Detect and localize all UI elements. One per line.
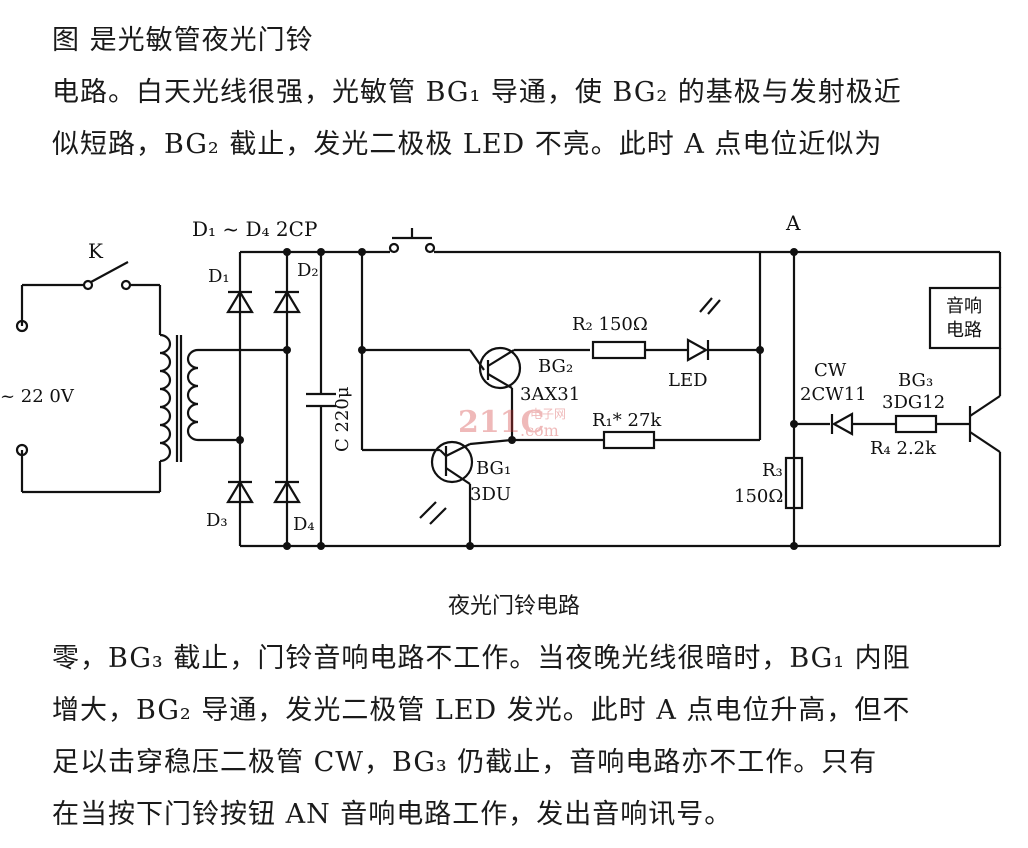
watermark-logo: 211C 电子网 .com <box>458 405 566 440</box>
d3-label: D₃ <box>206 510 228 531</box>
r4-label: R₄ 2.2k <box>870 438 937 459</box>
bg3-name-label: BG₃ <box>898 370 933 391</box>
r2-label: R₂ 150Ω <box>572 314 648 335</box>
led-label: LED <box>668 370 708 391</box>
circuit-diagram: K ~ 22 0V D₁ ~ D₄ 2CP D₁ D₂ D₃ <box>0 211 1002 550</box>
sound-circuit-label-1: 音响 <box>946 296 982 317</box>
node-a-label: A <box>785 211 801 235</box>
bg3-type-label: 3DG12 <box>882 392 945 413</box>
bg3-driver: R₃ 150Ω CW 2CW11 BG₃ 3DG12 R₄ 2.2k 音响 电路 <box>734 252 1002 546</box>
switch-k-label: K <box>88 239 104 263</box>
bridge-rectifier: D₁ ~ D₄ 2CP D₁ D₂ D₃ D₄ <box>192 217 362 550</box>
bg1-phototransistor: BG₁ 3DU <box>419 438 513 546</box>
r1-branch: R₁* 27k <box>508 410 760 450</box>
d1-label: D₁ <box>208 266 230 287</box>
body-line-1: 零，BG₃ 截止，门铃音响电路不工作。当夜晚光线很暗时，BG₁ 内阻 <box>52 643 911 674</box>
mains-input: K ~ 22 0V <box>0 239 162 494</box>
watermark-sub2: .com <box>520 421 559 440</box>
transformer <box>158 333 287 463</box>
bg1-type-label: 3DU <box>470 484 511 505</box>
d4-label: D₄ <box>293 514 315 535</box>
sound-circuit-label-2: 电路 <box>946 320 982 341</box>
r3-value-label: 150Ω <box>734 486 783 507</box>
mains-voltage-label: ~ 22 0V <box>0 386 75 407</box>
doorbell-button: A <box>358 211 1000 256</box>
body-line-3: 足以击穿稳压二极管 CW，BG₃ 仍截止，音响电路亦不工作。只有 <box>52 747 878 778</box>
watermark-sub1: 电子网 <box>530 407 566 421</box>
watermark-main: 211C <box>458 405 545 440</box>
capacitor-label: C 220μ <box>332 386 353 452</box>
d2-label: D₂ <box>297 260 319 281</box>
bg2-transistor: BG₂ 3AX31 <box>469 346 590 440</box>
cw-name-label: CW <box>814 360 847 381</box>
r1-label: R₁* 27k <box>592 410 662 431</box>
bg2-type-label: 3AX31 <box>520 384 580 405</box>
bg1-name-label: BG₁ <box>476 458 511 479</box>
body-line-2: 增大，BG₂ 导通，发光二极管 LED 发光。此时 A 点电位升高，但不 <box>52 695 911 726</box>
intro-line-1: 图 是光敏管夜光门铃 <box>52 25 314 56</box>
bg2-name-label: BG₂ <box>538 356 573 377</box>
intro-line-2: 电路。白天光线很强，光敏管 BG₁ 导通，使 BG₂ 的基极与发射极近 <box>52 77 902 108</box>
r3-name-label: R₃ <box>762 460 783 481</box>
filter-capacitor: C 220μ <box>306 248 353 550</box>
figure-caption: 夜光门铃电路 <box>447 594 580 619</box>
bridge-label: D₁ ~ D₄ 2CP <box>192 217 317 241</box>
cw-type-label: 2CW11 <box>800 384 867 405</box>
body-line-4: 在当按下门铃按钮 AN 音响电路工作，发出音响讯号。 <box>52 799 733 830</box>
r2-led-branch: R₂ 150Ω LED <box>572 297 760 391</box>
intro-line-3: 似短路，BG₂ 截止，发光二极极 LED 不亮。此时 A 点电位近似为 <box>52 129 883 160</box>
